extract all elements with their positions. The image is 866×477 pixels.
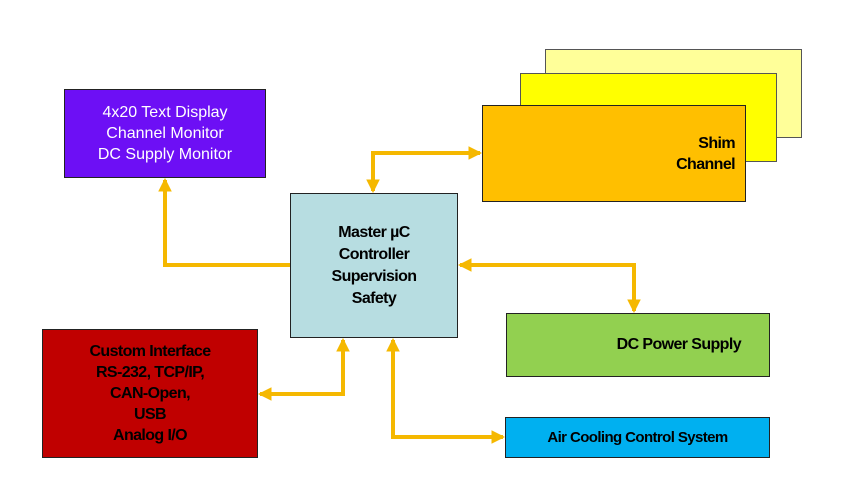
custom-line-1: Custom Interface bbox=[89, 343, 211, 360]
arrow-master-shim bbox=[366, 146, 483, 194]
arrow-master-custom bbox=[257, 337, 350, 401]
master-line-3: Supervision bbox=[331, 267, 418, 285]
power-label: DC Power Supply bbox=[616, 336, 742, 353]
custom-line-5: Analog I/O bbox=[112, 427, 188, 444]
shim-channel-block: Shim Channel bbox=[482, 105, 746, 202]
arrow-master-power bbox=[457, 258, 641, 314]
display-line-2: Channel Monitor bbox=[106, 125, 224, 142]
shim-line-1: Shim bbox=[698, 134, 735, 152]
master-line-1: Master µC bbox=[338, 223, 410, 241]
text-display-block: 4x20 Text Display Channel Monitor DC Sup… bbox=[64, 89, 266, 178]
custom-interface-block: Custom Interface RS-232, TCP/IP, CAN-Ope… bbox=[42, 329, 258, 458]
master-controller-block: Master µC Controller Supervision Safety bbox=[290, 193, 458, 338]
arrow-master-to-display bbox=[158, 177, 290, 267]
air-cooling-block: Air Cooling Control System bbox=[505, 417, 770, 458]
arrow-master-air bbox=[386, 337, 506, 444]
custom-line-2: RS-232, TCP/IP, bbox=[95, 364, 205, 381]
custom-line-3: CAN-Open, bbox=[110, 385, 191, 402]
air-label: Air Cooling Control System bbox=[547, 429, 728, 446]
shim-line-2: Channel bbox=[676, 155, 736, 173]
master-line-4: Safety bbox=[351, 289, 397, 307]
master-line-2: Controller bbox=[338, 245, 410, 263]
custom-line-4: USB bbox=[134, 406, 167, 423]
display-line-3: DC Supply Monitor bbox=[97, 146, 233, 163]
dc-power-supply-block: DC Power Supply bbox=[506, 313, 770, 377]
display-line-1: 4x20 Text Display bbox=[102, 104, 228, 121]
